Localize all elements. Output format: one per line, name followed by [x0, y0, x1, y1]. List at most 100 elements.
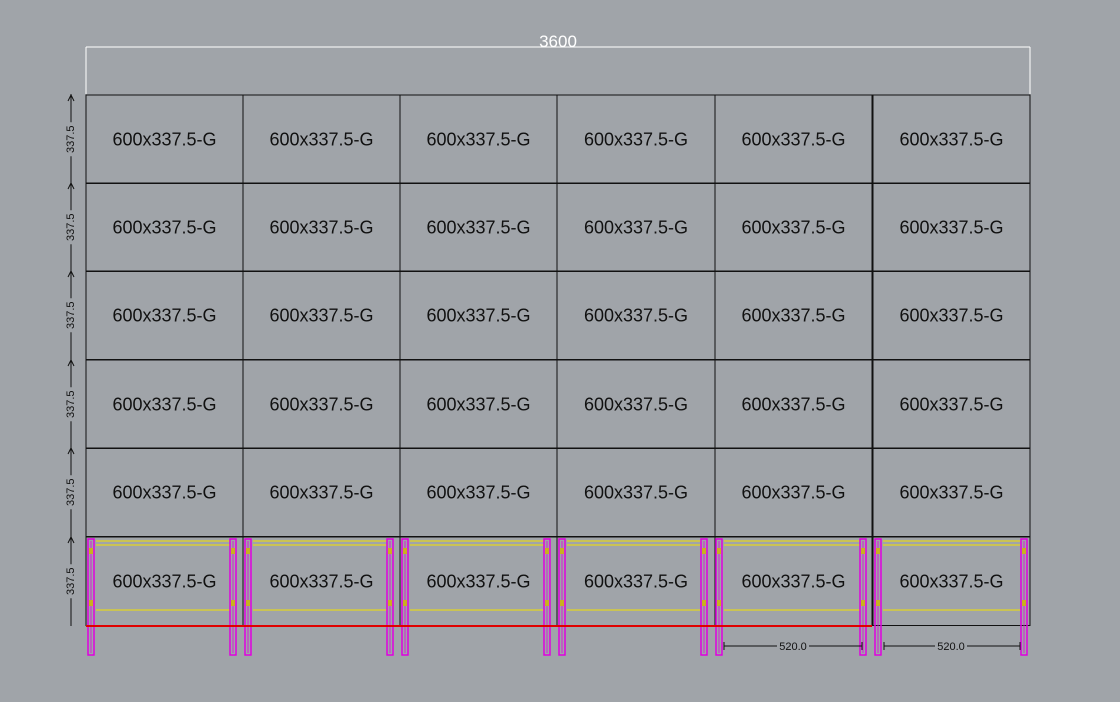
row-dimension-label: 337.5: [65, 125, 77, 153]
bottom-frames: [87, 538, 1028, 656]
panel-cell: 600x337.5-G: [399, 270, 558, 360]
row-dimension-label: 337.5: [65, 567, 77, 595]
panel-cell: 600x337.5-G: [242, 182, 401, 272]
panel-label: 600x337.5-G: [426, 482, 530, 502]
panel-cell: 600x337.5-G: [872, 359, 1031, 449]
row-dimension-tick: [67, 358, 75, 367]
panel-label: 600x337.5-G: [269, 305, 373, 325]
panel-label: 600x337.5-G: [584, 217, 688, 237]
support-frame: [401, 538, 551, 656]
panel-label: 600x337.5-G: [741, 129, 845, 149]
panel-cell: 600x337.5-G: [556, 94, 716, 184]
row-dimension-label: 337.5: [65, 478, 77, 506]
row-dimension-tick: [67, 181, 75, 190]
support-frame: [87, 538, 237, 656]
panel-cell: 600x337.5-G: [85, 182, 244, 272]
panel-cell: 600x337.5-G: [85, 359, 244, 449]
row-dimension-tick: [67, 535, 75, 544]
panel-cell: 600x337.5-G: [872, 182, 1031, 272]
bottom-dimension-2-label: 520.0: [937, 641, 965, 653]
panel-label: 600x337.5-G: [584, 571, 688, 591]
panel-cell: 600x337.5-G: [556, 359, 716, 449]
panel-label: 600x337.5-G: [112, 394, 216, 414]
panel-label: 600x337.5-G: [899, 129, 1003, 149]
panel-label: 600x337.5-G: [269, 217, 373, 237]
panel-cell: 600x337.5-G: [242, 359, 401, 449]
panel-label: 600x337.5-G: [741, 482, 845, 502]
panel-label: 600x337.5-G: [426, 129, 530, 149]
panel-label: 600x337.5-G: [584, 305, 688, 325]
panel-label: 600x337.5-G: [112, 571, 216, 591]
bottom-dimension-1-label: 520.0: [779, 641, 807, 653]
row-dimension-label: 337.5: [65, 301, 77, 329]
panel-cell: 600x337.5-G: [872, 94, 1031, 184]
panel-label: 600x337.5-G: [426, 394, 530, 414]
frame-post: [401, 538, 409, 656]
panel-cell: 600x337.5-G: [399, 182, 558, 272]
panel-cell: 600x337.5-G: [242, 536, 401, 626]
panel-label: 600x337.5-G: [741, 305, 845, 325]
overall-dimension: 3600: [85, 32, 1031, 94]
frame-post: [715, 538, 723, 656]
panel-cell: 600x337.5-G: [85, 270, 244, 360]
panel-cell: 600x337.5-G: [399, 359, 558, 449]
panel-label: 600x337.5-G: [741, 571, 845, 591]
panel-label: 600x337.5-G: [269, 129, 373, 149]
panel-label: 600x337.5-G: [899, 217, 1003, 237]
row-dimension-label: 337.5: [65, 390, 77, 418]
frame-post: [386, 538, 394, 656]
panel-cell: 600x337.5-G: [399, 94, 558, 184]
frame-post: [244, 538, 252, 656]
panel-label: 600x337.5-G: [899, 571, 1003, 591]
row-dimension-tick: [67, 269, 75, 278]
support-frame: [558, 538, 708, 656]
row-dimensions: 337.5 337.5 337.5 337.5 337.5 337.5: [63, 93, 77, 626]
frame-post: [700, 538, 708, 656]
panel-cell: 600x337.5-G: [872, 270, 1031, 360]
panel-label: 600x337.5-G: [584, 482, 688, 502]
panel-cell: 600x337.5-G: [556, 270, 716, 360]
panel-cell: 600x337.5-G: [85, 94, 244, 184]
panel-label: 600x337.5-G: [899, 394, 1003, 414]
frame-post: [87, 538, 95, 656]
panel-cell: 600x337.5-G: [714, 270, 873, 360]
bottom-dimension-2: 520.0: [883, 640, 1021, 653]
panel-label: 600x337.5-G: [112, 305, 216, 325]
support-frame: [874, 538, 1028, 656]
panel-label: 600x337.5-G: [269, 394, 373, 414]
frame-post: [1020, 538, 1028, 656]
panel-label: 600x337.5-G: [899, 305, 1003, 325]
overall-dimension-label: 3600: [539, 32, 577, 51]
panel-label: 600x337.5-G: [112, 217, 216, 237]
frame-post: [229, 538, 237, 656]
panel-label: 600x337.5-G: [426, 571, 530, 591]
row-dimension-tick: [67, 93, 75, 102]
support-frame: [715, 538, 867, 656]
panel-cell: 600x337.5-G: [85, 536, 244, 626]
panel-label: 600x337.5-G: [426, 217, 530, 237]
frame-post: [859, 538, 867, 656]
panel-label: 600x337.5-G: [112, 129, 216, 149]
panel-label: 600x337.5-G: [112, 482, 216, 502]
panel-cell: 600x337.5-G: [872, 536, 1031, 626]
support-frame: [244, 538, 394, 656]
row-dimension-label: 337.5: [65, 213, 77, 241]
panel-label: 600x337.5-G: [741, 217, 845, 237]
panel-cell: 600x337.5-G: [242, 447, 401, 537]
panel-cell: 600x337.5-G: [556, 447, 716, 537]
panel-label: 600x337.5-G: [584, 394, 688, 414]
panel-label: 600x337.5-G: [269, 571, 373, 591]
frame-post: [874, 538, 882, 656]
frame-post: [543, 538, 551, 656]
panel-cell: 600x337.5-G: [85, 447, 244, 537]
frame-post: [558, 538, 566, 656]
panel-label: 600x337.5-G: [899, 482, 1003, 502]
panel-cell: 600x337.5-G: [242, 94, 401, 184]
panel-cell: 600x337.5-G: [556, 536, 716, 626]
panel-cell: 600x337.5-G: [714, 359, 873, 449]
panel-cell: 600x337.5-G: [242, 270, 401, 360]
panel-cell: 600x337.5-G: [714, 182, 873, 272]
panel-cell: 600x337.5-G: [556, 182, 716, 272]
panel-cell: 600x337.5-G: [714, 447, 873, 537]
